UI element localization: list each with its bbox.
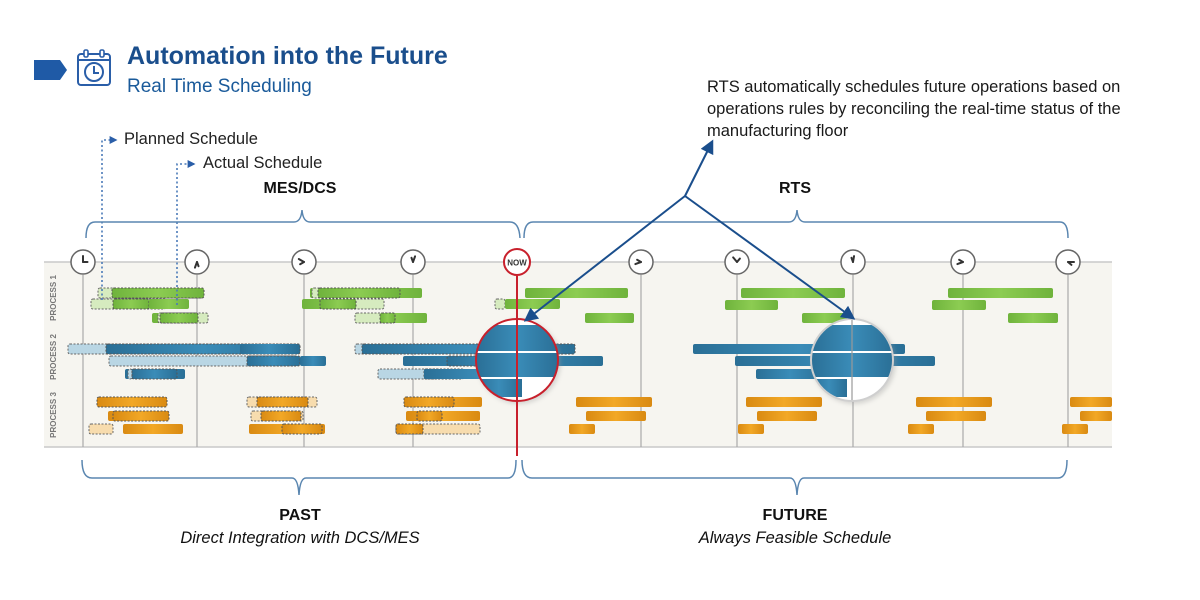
green-actual-bar: [159, 312, 199, 324]
clock-icon: [950, 249, 976, 275]
blue-planned-bar: [377, 368, 439, 380]
orange-schedule-bar: [1080, 411, 1112, 421]
legend-actual-schedule: Actual Schedule: [203, 154, 323, 172]
future-subtitle: Always Feasible Schedule: [698, 529, 892, 547]
blue-schedule-bar: [756, 369, 824, 379]
past-subtitle: Direct Integration with DCS/MES: [180, 529, 420, 547]
tag-arrow-icon: [34, 60, 67, 80]
green-schedule-bar: [725, 300, 778, 310]
orange-schedule-bar: [908, 424, 934, 434]
green-schedule-bar: [948, 288, 1053, 298]
orange-actual-bar: [112, 410, 170, 422]
mes-dcs-bracket: [85, 209, 521, 239]
process-label: PROCESS 1: [49, 275, 58, 321]
orange-actual-bar: [403, 396, 455, 408]
blue-schedule-bar: [300, 356, 326, 366]
clock-icon: [724, 249, 750, 275]
process-label: PROCESS 2: [49, 334, 58, 380]
future-bracket: [521, 459, 1068, 496]
page-title: Automation into the Future: [127, 42, 448, 70]
mes-dcs-label: MES/DCS: [263, 180, 337, 197]
orange-actual-bar: [96, 396, 168, 408]
orange-schedule-bar: [1062, 424, 1088, 434]
orange-schedule-bar: [586, 411, 646, 421]
past-label: PAST: [279, 507, 321, 524]
blue-actual-bar: [246, 355, 301, 367]
actual-schedule-leader: [176, 160, 196, 305]
orange-schedule-bar: [576, 397, 652, 407]
orange-schedule-bar: [926, 411, 986, 421]
page-subtitle: Real Time Scheduling: [127, 76, 312, 97]
rts-bracket: [523, 209, 1069, 239]
clock-icon: [840, 249, 866, 275]
green-schedule-bar: [802, 313, 847, 323]
orange-actual-bar: [416, 410, 443, 422]
green-schedule-bar: [505, 299, 560, 309]
clock-icon: [184, 249, 210, 275]
orange-schedule-bar: [916, 397, 992, 407]
clock-icon: [628, 249, 654, 275]
orange-planned-bar: [88, 423, 114, 435]
green-actual-bar: [111, 287, 205, 299]
past-bracket: [81, 459, 517, 496]
now-marker: NOW: [503, 248, 531, 276]
orange-schedule-bar: [569, 424, 595, 434]
orange-schedule-bar: [1070, 397, 1112, 407]
future-label: FUTURE: [762, 507, 828, 524]
green-schedule-bar: [585, 313, 634, 323]
clock-icon: [291, 249, 317, 275]
green-schedule-bar: [525, 288, 628, 298]
now-label: NOW: [507, 259, 527, 268]
green-actual-bar: [379, 312, 396, 324]
orange-schedule-bar: [757, 411, 817, 421]
green-schedule-bar: [932, 300, 986, 310]
green-schedule-bar: [741, 288, 845, 298]
green-actual-bar: [112, 298, 150, 310]
green-actual-bar: [319, 298, 357, 310]
green-planned-bar: [494, 298, 506, 310]
magnifier-lens-future: [810, 318, 896, 404]
clock-icon: [1055, 249, 1081, 275]
green-schedule-bar: [1008, 313, 1058, 323]
clock-icon: [400, 249, 426, 275]
callout-arrows: [523, 139, 856, 322]
process-label: PROCESS 3: [49, 392, 58, 438]
orange-actual-bar: [395, 423, 424, 435]
orange-schedule-bar: [123, 424, 183, 434]
green-actual-bar: [317, 287, 401, 299]
legend-planned-schedule: Planned Schedule: [124, 130, 258, 148]
blue-schedule-bar: [240, 344, 298, 354]
orange-schedule-bar: [746, 397, 822, 407]
orange-actual-bar: [256, 396, 309, 408]
orange-actual-bar: [281, 423, 323, 435]
rts-callout-text: RTS automatically schedules future opera…: [707, 78, 1121, 140]
blue-actual-bar: [131, 368, 178, 380]
clock-icon: [70, 249, 96, 275]
orange-actual-bar: [260, 410, 302, 422]
green-schedule-bar: [149, 299, 189, 309]
orange-schedule-bar: [738, 424, 764, 434]
calendar-clock-icon: [77, 49, 111, 86]
rts-label: RTS: [779, 180, 811, 197]
blue-planned-bar: [127, 368, 133, 380]
